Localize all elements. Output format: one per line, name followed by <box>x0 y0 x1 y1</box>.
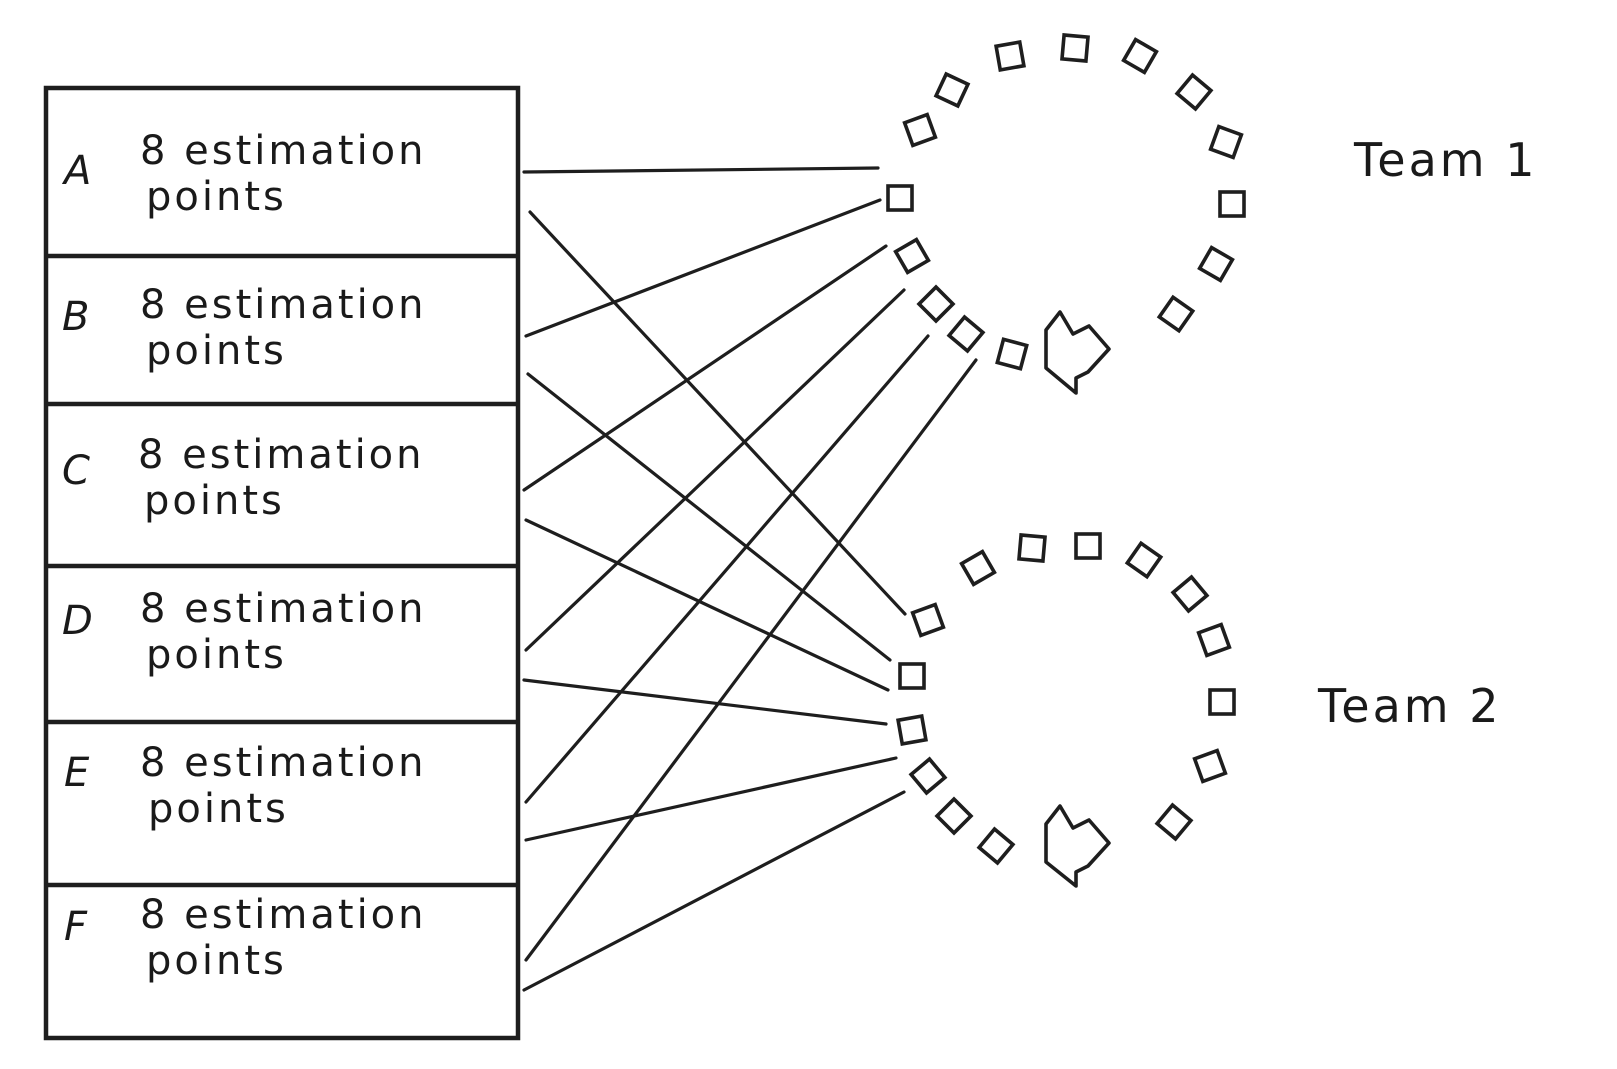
item-letter: D <box>62 598 93 644</box>
connection-line <box>522 678 888 726</box>
connection-line <box>522 166 880 174</box>
item-unit: points <box>146 632 287 678</box>
team-member-seat <box>902 112 938 148</box>
connection-line <box>524 756 898 842</box>
item-letter: A <box>61 148 91 194</box>
team-member-seat <box>1170 574 1210 614</box>
team-member-seat <box>933 71 971 109</box>
team-1-label: Team 1 <box>1353 133 1537 187</box>
connection-line <box>524 288 906 652</box>
team-member-seat <box>994 40 1026 72</box>
team-2-circle <box>896 532 1236 866</box>
team-member-seat <box>916 284 956 324</box>
team-member-seat <box>1192 748 1228 784</box>
backlog-frame <box>43 85 521 1041</box>
connection-line <box>526 372 892 662</box>
team-member-seat <box>976 826 1016 866</box>
item-estimate: 8 estimation <box>140 586 427 632</box>
item-estimate: 8 estimation <box>140 128 427 174</box>
item-unit: points <box>146 938 287 984</box>
team-member-seat <box>934 796 974 836</box>
item-estimate: 8 estimation <box>140 740 427 786</box>
connection-line <box>528 210 907 616</box>
team-member-seat <box>1121 37 1159 75</box>
team-1-circle <box>886 33 1246 371</box>
item-unit: points <box>146 328 287 374</box>
item-estimate: 8 estimation <box>140 892 427 938</box>
item-letter: C <box>62 448 90 494</box>
team-2-label: Team 2 <box>1317 679 1501 733</box>
team-member-seat <box>1060 33 1090 63</box>
team-member-seat <box>1196 622 1232 658</box>
backlog-item-f: F 8 estimation points <box>64 892 427 984</box>
item-unit: points <box>144 478 285 524</box>
backlog-item-d: D 8 estimation points <box>62 586 427 678</box>
team-member-seat <box>1174 72 1214 112</box>
connection-lines <box>522 166 978 992</box>
team-1-arrow-icon <box>1044 310 1111 395</box>
item-estimate: 8 estimation <box>140 282 427 328</box>
backlog-item-b: B 8 estimation points <box>62 282 427 374</box>
connection-line <box>522 790 906 992</box>
team-2-arrow-icon <box>1044 804 1111 888</box>
connection-line <box>524 358 978 962</box>
team-member-seat <box>1074 532 1102 560</box>
item-letter: B <box>62 294 89 340</box>
connection-line <box>524 334 930 804</box>
item-unit: points <box>148 786 289 832</box>
team-member-seat <box>896 714 928 746</box>
team-member-seat <box>1154 802 1194 842</box>
item-estimate: 8 estimation <box>138 432 425 478</box>
item-letter: F <box>64 904 88 950</box>
backlog-item-e: E 8 estimation points <box>64 740 427 832</box>
backlog-item-a: A 8 estimation points <box>61 128 427 220</box>
item-unit: points <box>146 174 287 220</box>
team-member-seat <box>1218 190 1246 218</box>
team-member-seat <box>995 337 1029 371</box>
backlog-item-c: C 8 estimation points <box>62 432 425 524</box>
connection-line <box>524 198 882 338</box>
team-member-seat <box>893 237 931 275</box>
connection-line <box>524 518 890 692</box>
team-member-seat <box>959 549 997 587</box>
team-member-seat <box>898 662 926 690</box>
team-member-seat <box>910 602 946 638</box>
team-member-seat <box>1208 688 1236 716</box>
team-member-seat <box>908 756 948 796</box>
backlog-table: A 8 estimation points B 8 estimation poi… <box>43 85 521 1041</box>
team-member-seat <box>1017 533 1047 563</box>
team-member-seat <box>1124 540 1164 580</box>
team-member-seat <box>1208 124 1244 160</box>
team-member-seat <box>1156 294 1196 334</box>
connection-line <box>522 244 888 492</box>
item-letter: E <box>64 750 90 796</box>
team-member-seat <box>946 314 986 354</box>
team-member-seat <box>886 184 914 212</box>
team-member-seat <box>1197 245 1235 283</box>
